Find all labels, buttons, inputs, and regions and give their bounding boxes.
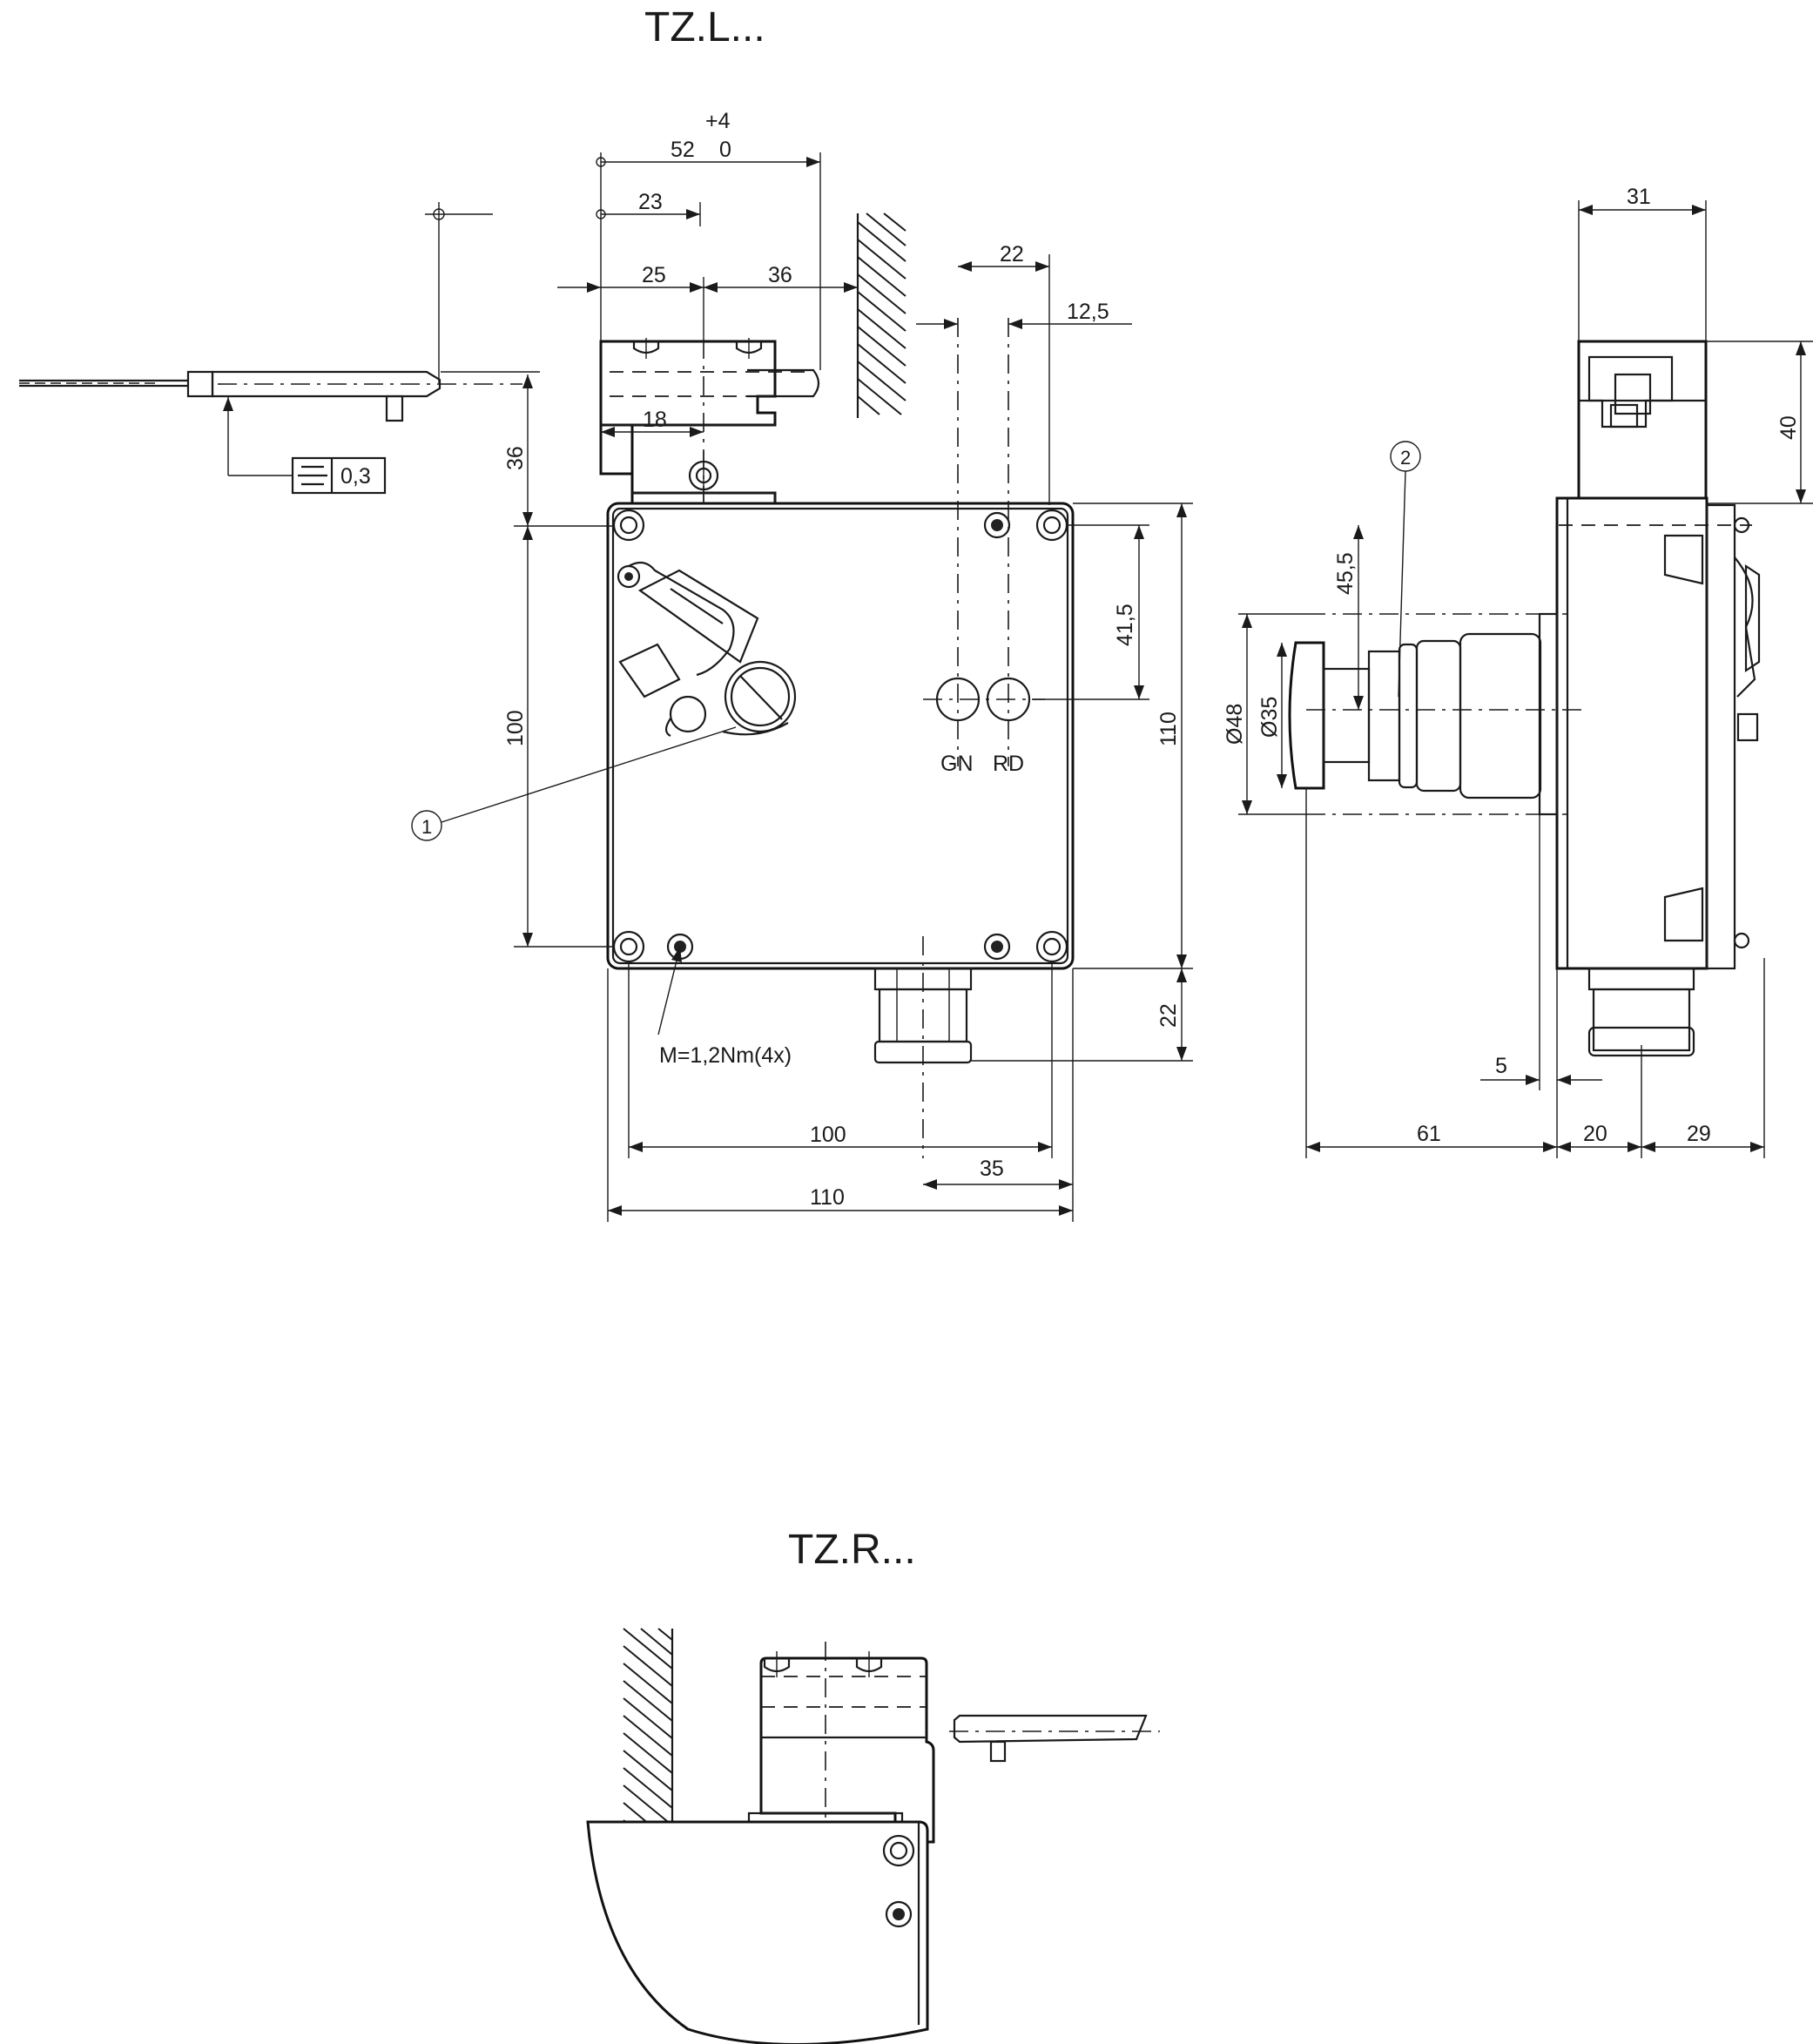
- emergency-button-side: [1288, 613, 1585, 815]
- dim-36-left: 36: [503, 374, 533, 526]
- actuator-tz-r: [949, 1714, 1160, 1763]
- dim-36-top-label: 36: [768, 263, 792, 287]
- dim-110-bottom: 110: [607, 968, 1074, 1222]
- wall-hatch-bottom: [623, 1628, 674, 1834]
- callout-1: 1: [411, 726, 737, 841]
- dim-100-left: 100: [503, 525, 614, 948]
- dim-36-left-label: 36: [503, 446, 528, 470]
- callout-1-label: 1: [421, 816, 432, 838]
- callout-2-label: 2: [1400, 447, 1411, 469]
- dim-52: 52 +4 0: [596, 109, 821, 370]
- dim-52-label: 52: [671, 138, 695, 162]
- cover-screw: [983, 511, 1011, 539]
- dim-18-label: 18: [643, 408, 667, 432]
- cable-gland-front: [873, 936, 973, 1158]
- wall-hatch-top: [856, 212, 906, 418]
- dim-110-bottom-label: 110: [810, 1185, 845, 1210]
- dim-22-right-label: 22: [1156, 1003, 1181, 1028]
- dim-5: 5: [1480, 814, 1602, 1158]
- dim-52-tol-plus: +4: [705, 109, 731, 133]
- dim-31-label: 31: [1627, 185, 1651, 209]
- dim-18: 18: [601, 408, 704, 437]
- switch-housing-front: GN RD: [606, 318, 1075, 970]
- switch-head-front: [599, 338, 820, 505]
- cover-screw: [983, 933, 1011, 961]
- dim-23-label: 23: [638, 190, 663, 214]
- dim-100-bottom: 100: [628, 962, 1053, 1158]
- dim-25-36: 25 36: [557, 263, 858, 503]
- dim-12-5-label: 12,5: [1067, 300, 1109, 324]
- dim-45-5-label: 45,5: [1333, 552, 1358, 595]
- dim-dia48-label: Ø48: [1223, 704, 1247, 745]
- actuator-side-view: [19, 202, 540, 476]
- flatness-tolerance-frame: 0,3: [291, 456, 387, 495]
- dim-110-right: 110: [1073, 503, 1193, 969]
- dim-61-label: 61: [1417, 1122, 1441, 1146]
- dim-5-label: 5: [1495, 1054, 1507, 1078]
- dim-25-label: 25: [642, 263, 666, 287]
- dim-22-12-5: 22 12,5: [916, 242, 1132, 505]
- dim-35-bottom: 35: [923, 1157, 1073, 1190]
- dim-100-left-label: 100: [503, 710, 528, 746]
- dim-29-label: 29: [1687, 1122, 1711, 1146]
- housing-tz-r: [586, 1820, 929, 2044]
- callout-2: 2: [1390, 441, 1421, 698]
- auxiliary-release-mechanism: [617, 561, 797, 737]
- title-tz-r: TZ.R...: [788, 1527, 916, 1573]
- dim-20-label: 20: [1583, 1122, 1607, 1146]
- dim-100-bottom-label: 100: [810, 1123, 846, 1147]
- title-tz-l: TZ.L...: [644, 4, 765, 51]
- dim-110-right-label: 110: [1156, 712, 1181, 746]
- flatness-value: 0,3: [340, 464, 371, 489]
- dim-dia35: Ø35: [1257, 643, 1287, 788]
- torque-label: M=1,2Nm(4x): [659, 1043, 792, 1068]
- dim-61-20-29: 61 20 29: [1305, 788, 1765, 1158]
- dim-22-right: 22: [971, 968, 1193, 1062]
- dim-40: 40: [1706, 341, 1813, 504]
- dim-52-tol-zero: 0: [719, 138, 731, 162]
- dim-40-label: 40: [1776, 415, 1801, 440]
- label-gn: GN: [940, 752, 974, 776]
- dim-31: 31: [1578, 185, 1707, 341]
- dim-23: 23: [596, 190, 701, 226]
- dim-35-bottom-label: 35: [980, 1157, 1004, 1181]
- dim-22-top-label: 22: [1000, 242, 1024, 266]
- dim-41-5-label: 41,5: [1113, 604, 1137, 646]
- torque-note: M=1,2Nm(4x): [657, 946, 792, 1068]
- dim-dia48: Ø48: [1223, 613, 1306, 815]
- dim-dia35-label: Ø35: [1257, 697, 1282, 738]
- switch-side-view: [1288, 340, 1761, 1057]
- dim-41-5: 41,5: [1032, 524, 1149, 700]
- dim-45-5: 45,5: [1333, 525, 1364, 710]
